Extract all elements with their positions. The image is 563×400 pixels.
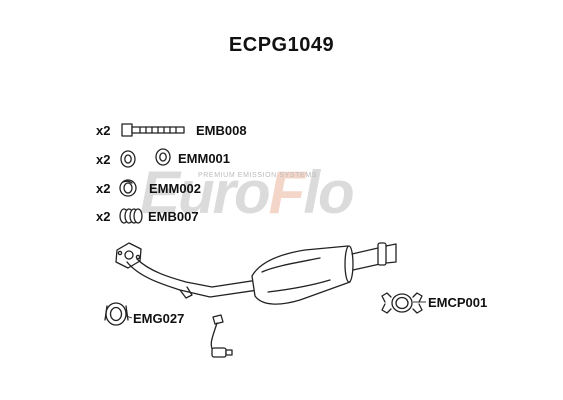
code-emcp001: EMCP001 [428,295,488,310]
gasket-icon [104,302,129,326]
qty-emm002: x2 [96,181,111,196]
catalytic-converter-pipe-icon [115,242,397,358]
code-emm002: EMM002 [149,181,202,196]
bolt-icon [121,123,185,137]
eurofl-watermark: EuroFlo [140,159,355,226]
code-emb008: EMB008 [196,123,247,138]
clamp-icon [381,292,423,314]
code-emm001: EMM001 [178,151,231,166]
watermark-tagline: PREMIUM EMISSION SYSTEMS [198,172,318,179]
gasket-leader [125,315,133,319]
nut-icon [120,148,171,168]
qty-emb008: x2 [96,123,111,138]
code-emg027: EMG027 [133,311,185,326]
spring-icon [119,208,143,224]
diagram-title: ECPG1049 [228,34,335,56]
code-emb007: EMB007 [148,209,199,224]
spring-washer-icon [119,179,137,197]
qty-emm001: x2 [96,152,111,167]
qty-emb007: x2 [96,209,111,224]
